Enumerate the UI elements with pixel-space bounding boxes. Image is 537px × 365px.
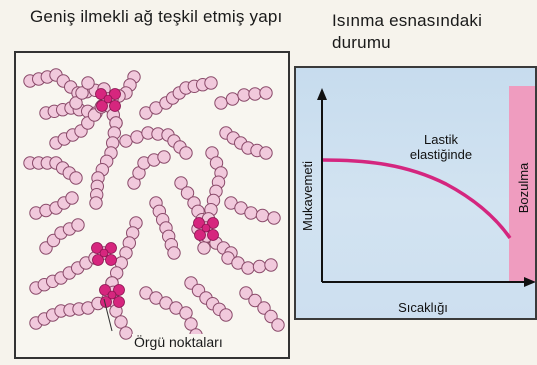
elastic-region-label: Lastik (424, 132, 458, 147)
chain-bead (265, 259, 277, 271)
chain-bead (72, 219, 84, 231)
crosslink-point (114, 297, 125, 308)
polymer-chains (24, 69, 284, 341)
chart-drawing: Bozulma Mukavemeti Sıcaklığı Lastik elas… (296, 68, 535, 318)
chain-bead (120, 327, 132, 339)
left-panel-title: Geniş ilmekli ağ teşkil etmiş yapı (30, 6, 290, 28)
chain-bead (272, 319, 284, 331)
crosslink-point (104, 95, 112, 103)
chain-bead (260, 87, 272, 99)
chain-bead (205, 77, 217, 89)
chain-bead (242, 262, 254, 274)
chain-bead (82, 77, 94, 89)
chain-bead (220, 309, 232, 321)
right-panel-title: Isınma esnasındaki durumu (332, 10, 532, 54)
chain-bead (90, 197, 102, 209)
crosslink-point (110, 101, 121, 112)
polymer-network-drawing (16, 53, 288, 357)
decomposition-label: Bozulma (516, 162, 531, 213)
chain-bead (268, 212, 280, 224)
chain-bead (260, 147, 272, 159)
chain-bead (238, 89, 250, 101)
elastic-region-label-line2: elastiğinde (410, 147, 472, 162)
chain-bead (70, 172, 82, 184)
crosslink-point (202, 224, 210, 232)
chain-bead (215, 97, 227, 109)
crosslink-point (106, 255, 117, 266)
chain-bead (66, 192, 78, 204)
chain-bead (168, 247, 180, 259)
y-axis-arrow-icon (317, 88, 327, 100)
chain-bead (158, 151, 170, 163)
chain-bead (253, 260, 265, 272)
chain-bead (180, 147, 192, 159)
heating-behavior-chart: Bozulma Mukavemeti Sıcaklığı Lastik elas… (294, 66, 537, 320)
crosslink-point (208, 230, 219, 241)
crosslink-point (108, 291, 116, 299)
x-axis-label: Sıcaklığı (398, 300, 448, 315)
chain-bead (198, 242, 210, 254)
y-axis-label: Mukavemeti (300, 161, 315, 231)
chain-bead (249, 88, 261, 100)
chain-bead (256, 209, 268, 221)
crosslink-point (100, 249, 108, 257)
strength-curve (323, 160, 510, 238)
chain-bead (245, 207, 257, 219)
crosslink-points-caption: Örgü noktaları (132, 334, 225, 350)
crosslinked-network-diagram: Örgü noktaları (14, 51, 290, 359)
chain-bead (226, 93, 238, 105)
